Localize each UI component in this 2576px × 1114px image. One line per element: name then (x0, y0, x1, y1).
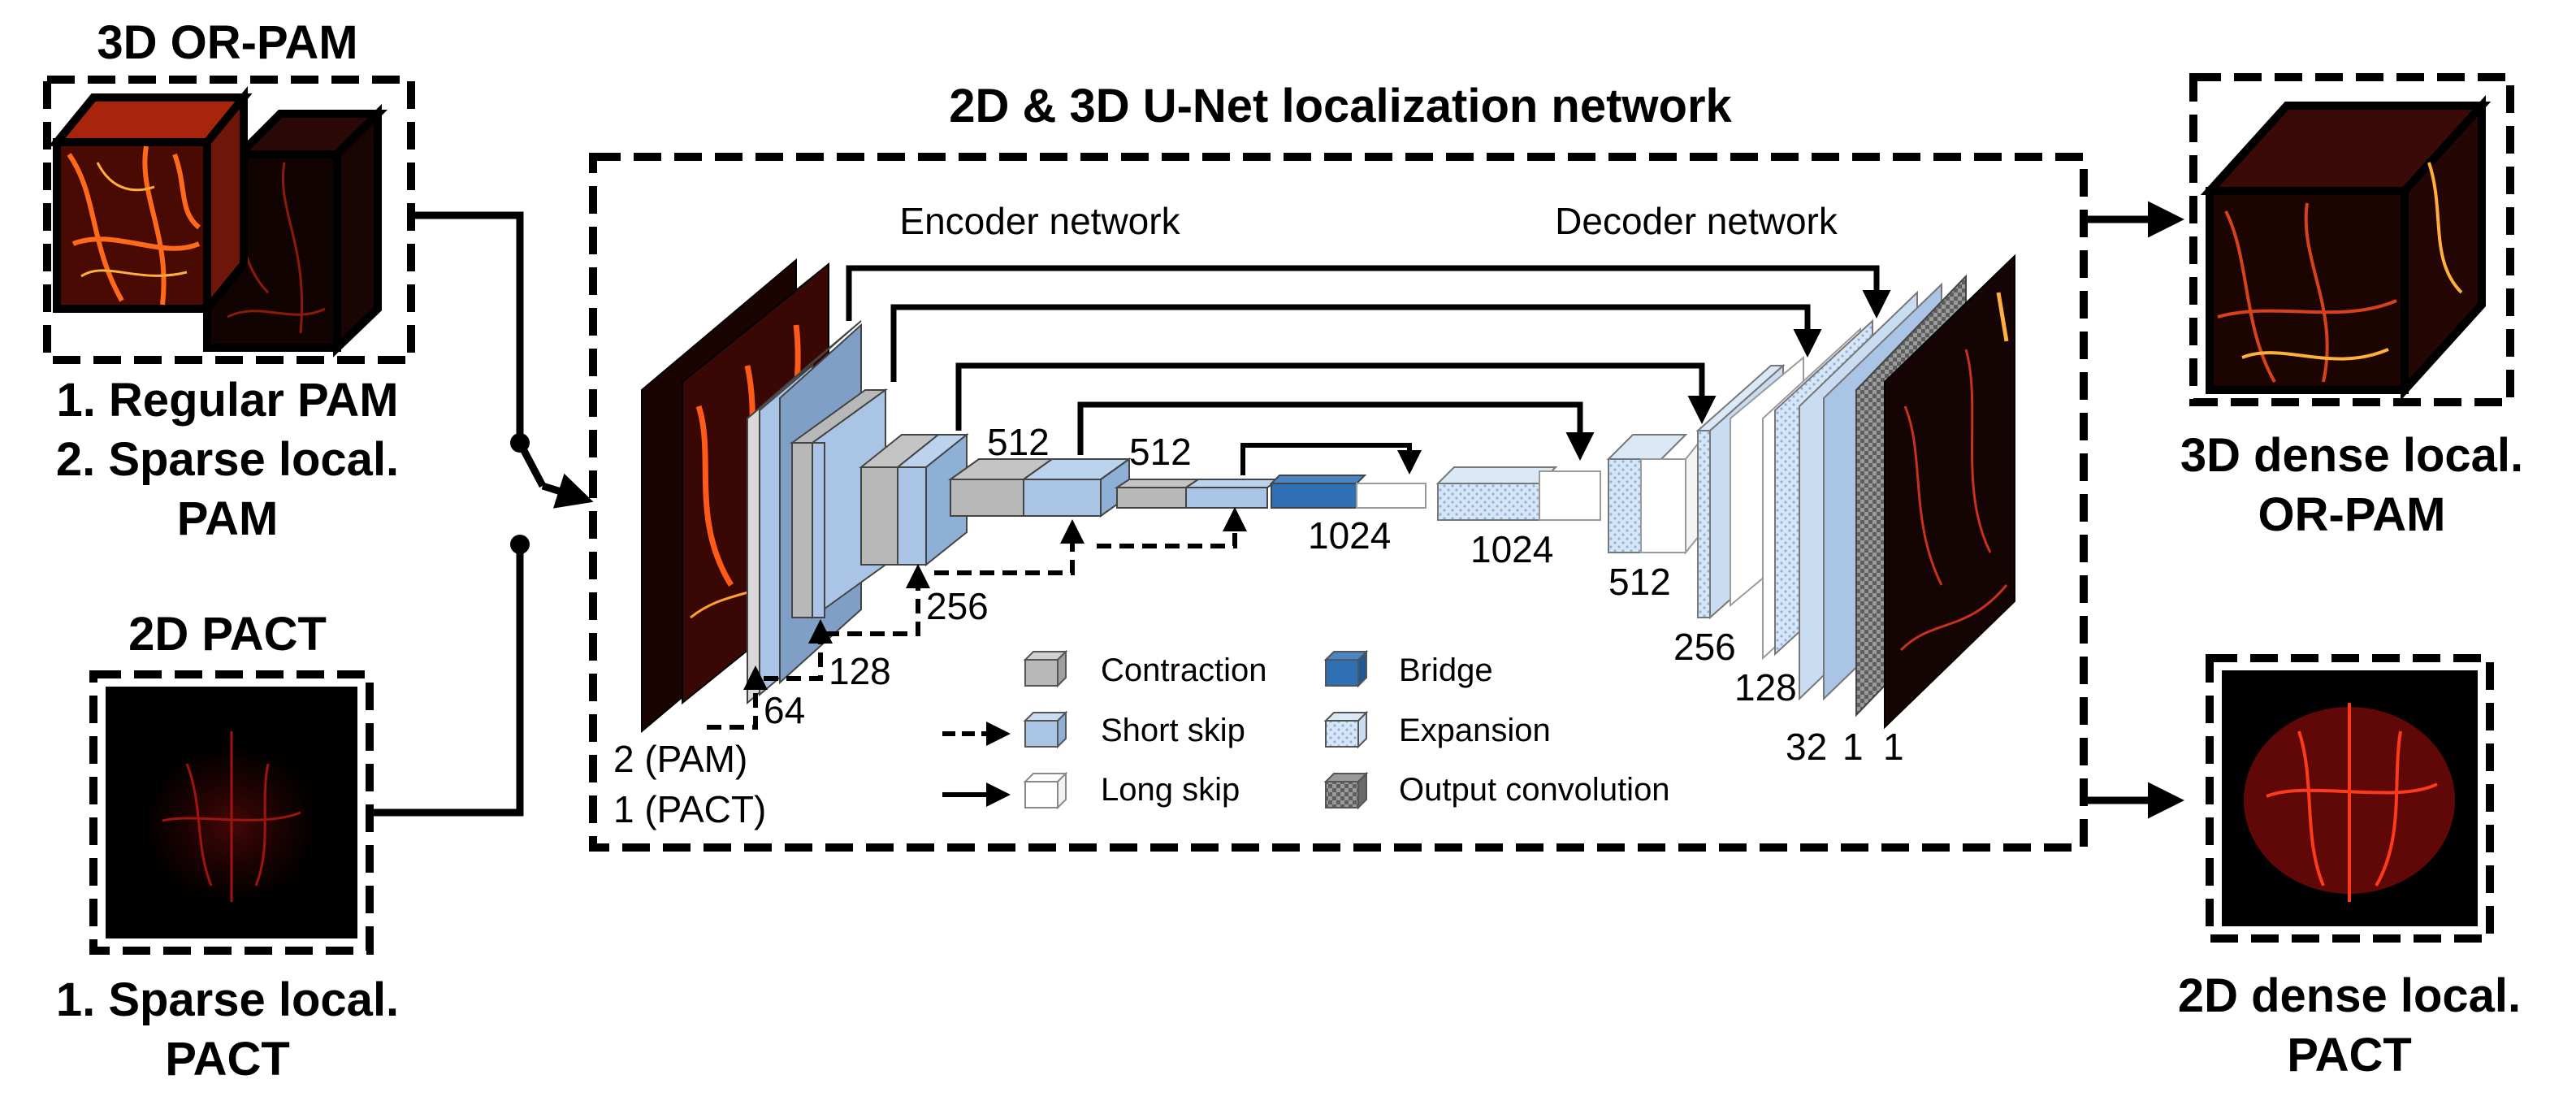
decoder-channels-128: 128 (1734, 666, 1797, 709)
or-pam-output-line2: OR-PAM (2258, 488, 2446, 541)
decoder-channels-256: 256 (1673, 626, 1736, 668)
decoder-channels-1a: 1 (1842, 726, 1864, 768)
legend-short-skip-label: Short skip (1101, 713, 1245, 748)
decoder-channels-1b: 1 (1883, 726, 1904, 768)
pact-input-title: 2D PACT (128, 608, 327, 661)
encoder-block-256 (859, 432, 969, 567)
input-switch (374, 211, 594, 817)
channels-input-pact: 1 (PACT) (613, 788, 766, 830)
decoder-block-512 (1606, 434, 1703, 555)
encoder-channels-512a: 512 (987, 421, 1050, 463)
encoder-channels-64: 64 (764, 689, 805, 731)
legend-output-convolution-swatch (1323, 771, 1369, 810)
network-output-image (1884, 254, 2015, 730)
pact-input-frame (89, 670, 374, 955)
pact-input-line2: PACT (165, 1033, 290, 1086)
encoder-channels-256: 256 (926, 585, 989, 627)
legend: Contraction Short skip Long skip Bridge … (942, 649, 1670, 810)
network-frame (589, 153, 2088, 852)
legend-bridge-label: Bridge (1399, 652, 1493, 688)
encoder-block-512a (947, 457, 1132, 518)
pact-input-image (106, 687, 357, 938)
pact-input-line1: 1. Sparse local. (56, 973, 399, 1026)
legend-contraction-label: Contraction (1101, 652, 1267, 688)
or-pam-input-line3: PAM (177, 492, 279, 545)
or-pam-input-line1: 1. Regular PAM (56, 374, 398, 427)
or-pam-input-line2: 2. Sparse local. (56, 433, 399, 486)
legend-long-skip-label: Long skip (1101, 772, 1240, 808)
or-pam-regular-cube (48, 85, 253, 321)
channels-input-pam: 2 (PAM) (613, 738, 747, 780)
or-pam-output-cube (2200, 95, 2492, 401)
pact-output-frame (2206, 654, 2494, 943)
decoder-label: Decoder network (1555, 200, 1838, 242)
legend-short-skip-swatch (1023, 710, 1068, 749)
encoder-block-512b (1114, 479, 1283, 509)
encoder-channels-128: 128 (829, 650, 891, 692)
or-pam-input-frame (43, 76, 415, 364)
legend-bridge-swatch (1323, 649, 1369, 688)
decoder-block-1024 (1435, 466, 1601, 521)
legend-contraction-swatch (1023, 649, 1068, 688)
pact-output-image (2222, 670, 2478, 926)
pact-output-line1: 2D dense local. (2178, 969, 2521, 1022)
legend-expansion-swatch (1323, 710, 1369, 749)
legend-long-skip-swatch (1023, 771, 1068, 810)
decoder-channels-1024: 1024 (1470, 528, 1553, 570)
bridge-channels-1024: 1024 (1308, 514, 1391, 557)
encoder-channels-512b: 512 (1129, 431, 1192, 473)
short-skip-connections (707, 507, 1247, 730)
decoder-channels-512: 512 (1608, 561, 1671, 603)
or-pam-output-frame (2189, 73, 2514, 406)
network-title: 2D & 3D U-Net localization network (949, 80, 1732, 132)
or-pam-input-title: 3D OR-PAM (97, 16, 357, 69)
or-pam-output-line1: 3D dense local. (2180, 429, 2523, 482)
long-skip-connections (846, 265, 1891, 475)
legend-output-convolution-label: Output convolution (1399, 772, 1670, 808)
legend-expansion-label: Expansion (1399, 713, 1551, 748)
pact-output-line2: PACT (2287, 1029, 2412, 1081)
decoder-channels-32: 32 (1786, 726, 1827, 768)
bridge-block (1269, 475, 1427, 509)
encoder-label: Encoder network (899, 200, 1180, 242)
